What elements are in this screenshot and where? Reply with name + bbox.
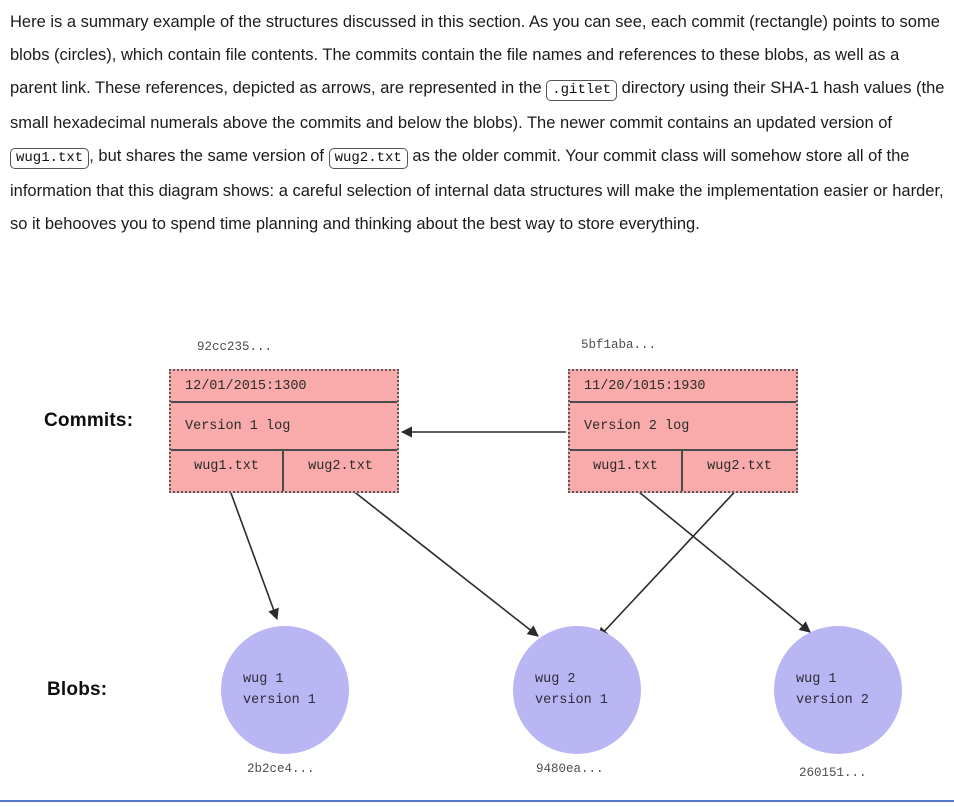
blob-node-3[interactable]: wug 1 version 2: [774, 626, 902, 754]
row-label-commits: Commits:: [44, 410, 134, 431]
hash-label-blob-3: 260151...: [799, 766, 867, 780]
edge-old-wug1-to-blob1: [224, 481, 279, 621]
hash-label-blob-1: 2b2ce4...: [247, 762, 315, 776]
commit-old-file-wug2[interactable]: wug2.txt: [308, 458, 373, 474]
article-paragraph: Here is a summary example of the structu…: [10, 6, 948, 241]
commit-new-file-wug2[interactable]: wug2.txt: [707, 458, 772, 474]
commit-node-new[interactable]: 11/20/1015:1930 Version 2 log wug1.txt w…: [568, 369, 798, 493]
edge-new-wug1-to-blob3: [624, 479, 811, 633]
prose-segment-3: , but shares the same version of: [89, 147, 329, 165]
hash-label-commit-new: 5bf1aba...: [581, 338, 657, 352]
commit-new-timestamp: 11/20/1015:1930: [570, 371, 796, 403]
paragraph-text: Here is a summary example of the structu…: [10, 6, 948, 241]
page-bottom-rule: [0, 800, 954, 802]
hash-label-blob-2: 9480ea...: [536, 762, 604, 776]
commit-new-log-message: Version 2 log: [570, 403, 796, 451]
commit-new-file-row: wug1.txt wug2.txt: [570, 451, 796, 491]
blob-2-line-1: wug 2: [535, 672, 576, 687]
prose-segment-1: Here is a summary example of the structu…: [10, 13, 940, 97]
prose-segment-4: as the older commit. Your commit class w…: [10, 147, 944, 233]
commit-old-log-message: Version 1 log: [171, 403, 397, 451]
edge-new-wug2-to-blob2: [597, 479, 747, 639]
inline-code-wug1: wug1.txt: [10, 148, 90, 169]
inline-code-gitlet: .gitlet: [546, 80, 618, 101]
blob-1-line-1: wug 1: [243, 672, 284, 687]
blob-3-line-2: version 2: [796, 693, 869, 708]
commit-old-file-wug1[interactable]: wug1.txt: [171, 451, 284, 491]
blob-3-line-1: wug 1: [796, 672, 837, 687]
prose-segment-2: directory using their SHA-1 hash values …: [10, 79, 945, 132]
edge-old-wug2-to-blob2: [339, 479, 539, 637]
blob-2-line-2: version 1: [535, 693, 608, 708]
blob-1-line-2: version 1: [243, 693, 316, 708]
commit-old-timestamp: 12/01/2015:1300: [171, 371, 397, 403]
inline-code-wug2: wug2.txt: [328, 148, 408, 169]
commit-new-file-wug1[interactable]: wug1.txt: [570, 451, 683, 491]
blob-node-1[interactable]: wug 1 version 1: [221, 626, 349, 754]
hash-label-commit-old: 92cc235...: [197, 340, 273, 354]
commit-node-old[interactable]: 12/01/2015:1300 Version 1 log wug1.txt w…: [169, 369, 399, 493]
row-label-blobs: Blobs:: [47, 679, 108, 700]
blob-node-2[interactable]: wug 2 version 1: [513, 626, 641, 754]
commit-old-file-row: wug1.txt wug2.txt: [171, 451, 397, 491]
commit-blob-diagram: Commits: Blobs: 92cc235... 5bf1aba... 12…: [0, 322, 954, 792]
